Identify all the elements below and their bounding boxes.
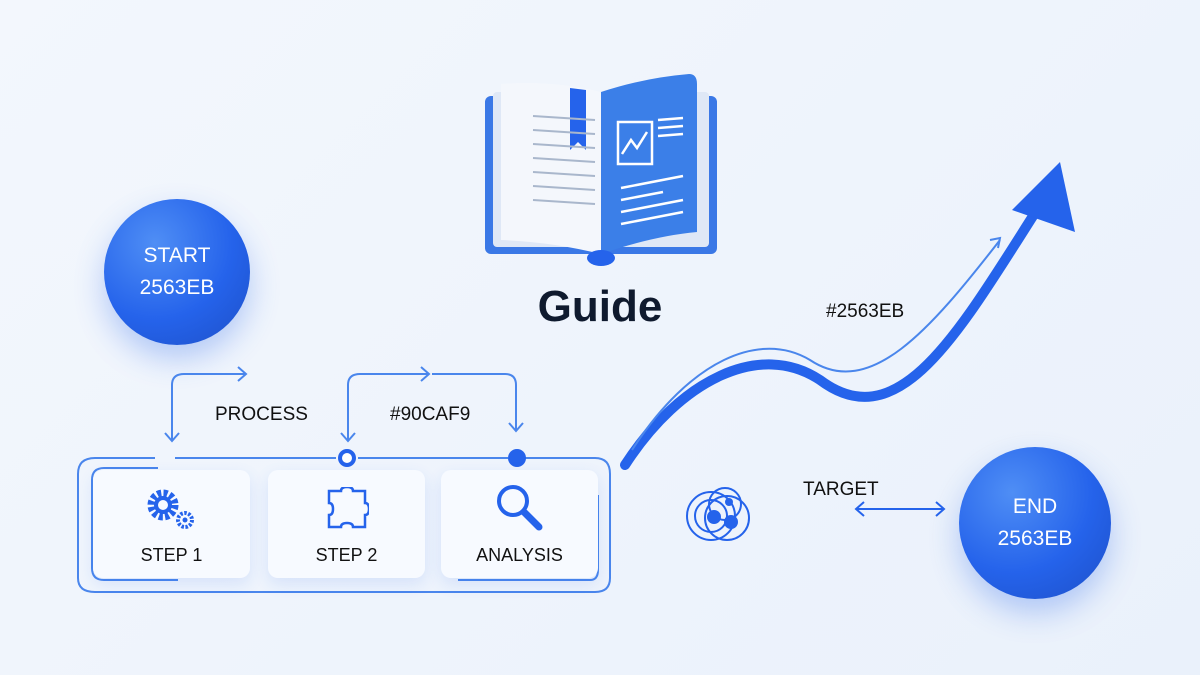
end-title: END	[1012, 495, 1058, 518]
step-card-3[interactable]: ANALYSIS	[441, 470, 598, 578]
start-title: START	[143, 244, 211, 267]
start-code: 2563EB	[139, 276, 215, 299]
step-card-1[interactable]: STEP 1	[93, 470, 250, 578]
gears-icon	[147, 489, 194, 529]
end-code: 2563EB	[997, 527, 1073, 550]
step-label: STEP 2	[315, 545, 378, 565]
puzzle-icon	[327, 487, 369, 529]
color-label: #90CAF9	[390, 404, 471, 425]
end-node: END 2563EB	[959, 447, 1111, 599]
step-label: STEP 1	[140, 545, 203, 565]
magnifier-icon	[496, 485, 542, 531]
book-icon	[485, 74, 717, 266]
step-card-2[interactable]: STEP 2	[268, 470, 425, 578]
step-label: ANALYSIS	[476, 545, 563, 565]
network-icon	[686, 487, 750, 541]
target-label: TARGET	[803, 479, 879, 500]
guide-title: Guide	[537, 282, 663, 331]
process-label: PROCESS	[215, 404, 308, 425]
curve-label: #2563EB	[826, 301, 905, 322]
start-node: START 2563EB	[104, 199, 250, 345]
